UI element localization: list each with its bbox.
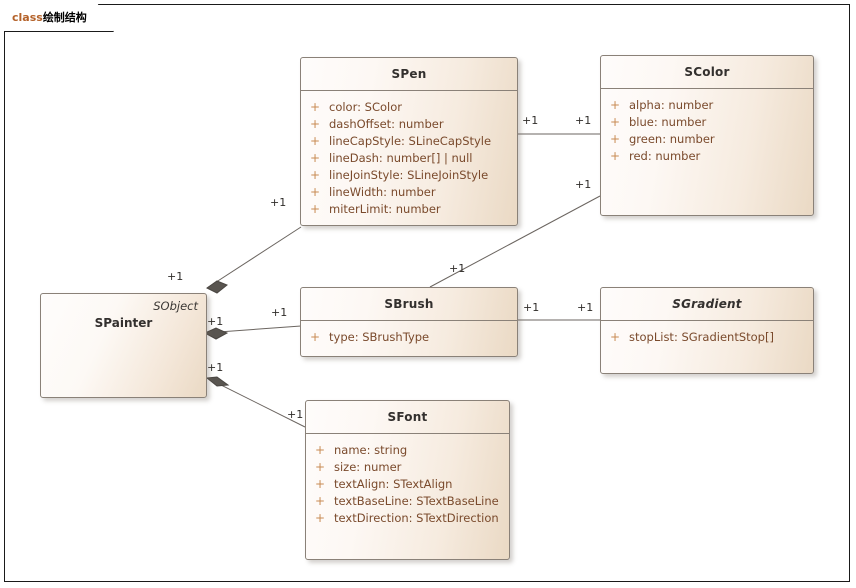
multiplicity-pen-color-source: +1 <box>522 114 539 127</box>
multiplicity-brush-color-source: +1 <box>449 262 466 275</box>
attribute-signature: red: number <box>629 149 701 163</box>
class-attributes-sfont: + name: string + size: numer + textAlign: S… <box>306 434 509 533</box>
attribute-signature: name: string <box>334 443 408 457</box>
visibility-marker: + <box>314 477 326 491</box>
attribute-row: + textAlign: STextAlign <box>306 476 509 493</box>
visibility-marker: + <box>314 511 326 525</box>
visibility-marker: + <box>314 443 326 457</box>
class-stereotype-spainter: SObject <box>153 299 198 313</box>
attribute-signature: lineCapStyle: SLineCapStyle <box>329 134 492 148</box>
visibility-marker: + <box>314 494 326 508</box>
class-box-spainter[interactable]: SObject SPainter <box>40 293 207 398</box>
attribute-row: + size: numer <box>306 459 509 476</box>
multiplicity-painter-pen-source: +1 <box>167 270 184 283</box>
diagram-keyword: class <box>12 11 43 24</box>
visibility-marker: + <box>609 330 621 344</box>
class-box-sgradient[interactable]: SGradient + stopList: SGradientStop[] <box>600 287 814 374</box>
class-box-sbrush[interactable]: SBrush + type: SBrushType <box>300 287 518 357</box>
class-box-scolor[interactable]: SColor + alpha: number + blue: number + gre… <box>600 55 814 216</box>
attribute-row: + alpha: number <box>601 97 813 114</box>
diagram-frame-tab-label: class绘制结构 <box>12 12 87 23</box>
attribute-signature: textDirection: STextDirection <box>334 511 499 525</box>
visibility-marker: + <box>609 149 621 163</box>
attribute-signature: textAlign: STextAlign <box>334 477 453 491</box>
visibility-marker: + <box>309 202 321 216</box>
attribute-signature: lineDash: number[] | null <box>329 151 473 165</box>
class-name-spainter: SPainter <box>94 316 153 330</box>
multiplicity-brush-gradient-target: +1 <box>577 301 594 314</box>
attribute-signature: alpha: number <box>629 98 714 112</box>
attribute-signature: blue: number <box>629 115 707 129</box>
diagram-frame-tab: class绘制结构 <box>4 4 114 32</box>
attribute-row: + lineCapStyle: SLineCapStyle <box>301 133 517 150</box>
visibility-marker: + <box>609 98 621 112</box>
attribute-row: + lineDash: number[] | null <box>301 150 517 167</box>
multiplicity-painter-font-target: +1 <box>287 408 304 421</box>
multiplicity-painter-brush-target: +1 <box>271 306 288 319</box>
diagram-name: 绘制结构 <box>42 11 87 24</box>
visibility-marker: + <box>309 151 321 165</box>
visibility-marker: + <box>309 134 321 148</box>
attribute-row: + textDirection: STextDirection <box>306 510 509 527</box>
attribute-row: + textBaseLine: STextBaseLine <box>306 493 509 510</box>
visibility-marker: + <box>609 132 621 146</box>
attribute-signature: dashOffset: number <box>329 117 444 131</box>
attribute-row: + green: number <box>601 131 813 148</box>
diagram-frame <box>4 4 850 582</box>
attribute-row: + lineJoinStyle: SLineJoinStyle <box>301 167 517 184</box>
multiplicity-brush-color-target: +1 <box>575 178 592 191</box>
class-box-sfont[interactable]: SFont + name: string + size: numer + textAl… <box>305 400 510 560</box>
class-attributes-spen: + color: SColor + dashOffset: number + line… <box>301 91 517 224</box>
attribute-signature: lineJoinStyle: SLineJoinStyle <box>329 168 489 182</box>
attribute-row: + stopList: SGradientStop[] <box>601 329 813 346</box>
visibility-marker: + <box>309 100 321 114</box>
multiplicity-pen-color-target: +1 <box>575 114 592 127</box>
class-attributes-sgradient: + stopList: SGradientStop[] <box>601 321 813 352</box>
attribute-signature: color: SColor <box>329 100 402 114</box>
visibility-marker: + <box>309 185 321 199</box>
multiplicity-painter-font-source: +1 <box>207 361 224 374</box>
attribute-signature: size: numer <box>334 460 402 474</box>
attribute-signature: stopList: SGradientStop[] <box>629 330 774 344</box>
visibility-marker: + <box>309 168 321 182</box>
visibility-marker: + <box>314 460 326 474</box>
multiplicity-painter-brush-source: +1 <box>207 315 224 328</box>
attribute-row: + lineWidth: number <box>301 184 517 201</box>
class-attributes-scolor: + alpha: number + blue: number + green: num… <box>601 89 813 171</box>
class-attributes-sbrush: + type: SBrushType <box>301 321 517 352</box>
attribute-row: + type: SBrushType <box>301 329 517 346</box>
visibility-marker: + <box>309 117 321 131</box>
class-name-scolor: SColor <box>601 56 813 89</box>
class-box-spen[interactable]: SPen + color: SColor + dashOffset: number … <box>300 57 518 226</box>
attribute-signature: lineWidth: number <box>329 185 436 199</box>
attribute-row: + blue: number <box>601 114 813 131</box>
attribute-row: + name: string <box>306 442 509 459</box>
attribute-row: + red: number <box>601 148 813 165</box>
attribute-signature: green: number <box>629 132 715 146</box>
attribute-signature: textBaseLine: STextBaseLine <box>334 494 499 508</box>
class-name-spen: SPen <box>301 58 517 91</box>
visibility-marker: + <box>609 115 621 129</box>
class-name-sfont: SFont <box>306 401 509 434</box>
multiplicity-painter-pen-target: +1 <box>270 196 287 209</box>
multiplicity-brush-gradient-source: +1 <box>523 301 540 314</box>
visibility-marker: + <box>309 330 321 344</box>
attribute-row: + color: SColor <box>301 99 517 116</box>
class-name-sbrush: SBrush <box>301 288 517 321</box>
attribute-signature: type: SBrushType <box>329 330 430 344</box>
class-name-sgradient: SGradient <box>601 288 813 321</box>
attribute-row: + dashOffset: number <box>301 116 517 133</box>
attribute-row: + miterLimit: number <box>301 201 517 218</box>
attribute-signature: miterLimit: number <box>329 202 441 216</box>
